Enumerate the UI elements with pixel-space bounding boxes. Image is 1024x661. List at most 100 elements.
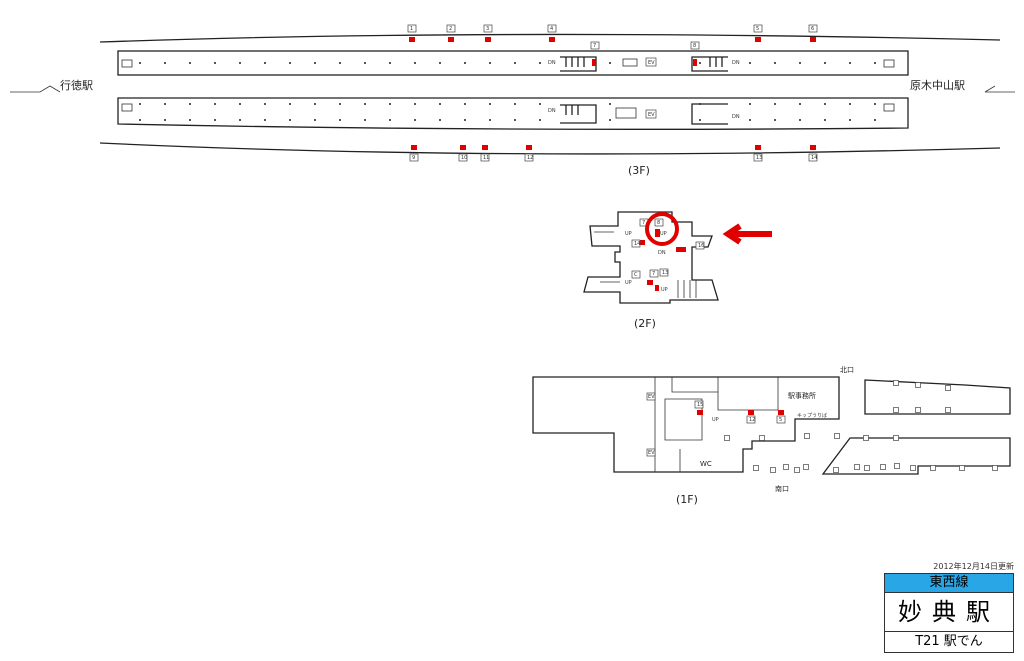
car-number: 14 bbox=[634, 241, 640, 247]
pillar bbox=[915, 407, 921, 413]
pillar-dot bbox=[514, 119, 516, 121]
pillar-dot bbox=[214, 62, 216, 64]
car-number: 4 bbox=[550, 26, 553, 32]
pillar-dot bbox=[189, 103, 191, 105]
pillar-dot bbox=[239, 62, 241, 64]
car-marker: 2 bbox=[446, 24, 456, 42]
pillar-dot bbox=[799, 103, 801, 105]
pillar-dot bbox=[439, 119, 441, 121]
car-marker: 11 bbox=[480, 145, 489, 162]
door-marker bbox=[549, 37, 555, 42]
pillar bbox=[893, 407, 899, 413]
floor-label-2f: (2F) bbox=[634, 317, 656, 330]
pillar-dot bbox=[289, 103, 291, 105]
pillar-dot bbox=[849, 103, 851, 105]
car-number: 1 bbox=[410, 26, 413, 32]
pillar-dot bbox=[339, 103, 341, 105]
pillar-dot bbox=[414, 119, 416, 121]
update-date: 2012年12月14日更新 bbox=[933, 562, 1014, 571]
pillar bbox=[833, 467, 839, 473]
car-number: 16 bbox=[698, 243, 704, 249]
pillar-dot bbox=[464, 103, 466, 105]
pillar-dot bbox=[314, 119, 316, 121]
pillar bbox=[880, 464, 886, 470]
car-number: 12 bbox=[749, 417, 755, 423]
pillar-dot bbox=[239, 103, 241, 105]
pillar-dot bbox=[749, 62, 751, 64]
pillar-dot bbox=[414, 62, 416, 64]
pillar-dot bbox=[539, 103, 541, 105]
pillar-dot bbox=[314, 62, 316, 64]
dn-label: DN bbox=[548, 60, 556, 66]
station-code: T21 駅でん bbox=[915, 634, 983, 649]
pillar bbox=[864, 465, 870, 471]
pillar-dot bbox=[189, 62, 191, 64]
south-exit: 南口 bbox=[775, 484, 789, 493]
door-marker bbox=[810, 145, 816, 150]
pillar-dot bbox=[389, 103, 391, 105]
door-marker bbox=[810, 37, 816, 42]
pillar-dot bbox=[699, 119, 701, 121]
car-number: 7 bbox=[642, 220, 645, 226]
pillar-dot bbox=[239, 119, 241, 121]
pillar-dot bbox=[489, 119, 491, 121]
pillar bbox=[893, 435, 899, 441]
pillar bbox=[930, 465, 936, 471]
pillar-dot bbox=[289, 119, 291, 121]
pillar-dot bbox=[264, 119, 266, 121]
pillar bbox=[945, 385, 951, 391]
door-marker bbox=[485, 37, 491, 42]
car-number: 2 bbox=[449, 26, 452, 32]
car-marker: 13 bbox=[753, 145, 762, 162]
car-marker: 5 bbox=[776, 415, 786, 424]
pillar-dot bbox=[799, 62, 801, 64]
car-number: 3 bbox=[486, 26, 489, 32]
car-marker: 12 bbox=[746, 415, 755, 424]
car-number: 11 bbox=[483, 155, 489, 161]
dn-label: DN bbox=[732, 60, 740, 66]
highlight-circle bbox=[645, 212, 679, 246]
pillar bbox=[804, 433, 810, 439]
pillar bbox=[894, 463, 900, 469]
door-marker bbox=[460, 145, 466, 150]
pillar bbox=[863, 435, 869, 441]
car-marker: 9 bbox=[409, 145, 419, 162]
car-marker: 15 bbox=[694, 400, 703, 409]
pillar-dot bbox=[514, 103, 516, 105]
pillar-dot bbox=[774, 62, 776, 64]
wc-label: WC bbox=[700, 460, 712, 468]
pillar-dot bbox=[749, 103, 751, 105]
car-marker: 5 bbox=[753, 24, 763, 42]
station-right: 原木中山駅 bbox=[910, 79, 965, 92]
pillar bbox=[794, 467, 800, 473]
door-marker bbox=[755, 145, 761, 150]
car-marker: C bbox=[631, 270, 641, 279]
pillar-dot bbox=[774, 119, 776, 121]
pillar-dot bbox=[414, 103, 416, 105]
dn-label: DN bbox=[548, 108, 556, 114]
station-left: 行徳駅 bbox=[60, 79, 93, 92]
pillar-dot bbox=[264, 62, 266, 64]
pillar-dot bbox=[774, 103, 776, 105]
up-label: UP bbox=[625, 280, 632, 286]
car-number: 9 bbox=[412, 155, 415, 161]
pillar-dot bbox=[264, 103, 266, 105]
car-marker: 13 bbox=[659, 268, 668, 277]
car-number: 12 bbox=[527, 155, 533, 161]
pillar-dot bbox=[164, 62, 166, 64]
pillar-dot bbox=[799, 119, 801, 121]
pillar-dot bbox=[164, 119, 166, 121]
pillar-dot bbox=[364, 103, 366, 105]
ev-label: EV bbox=[648, 60, 655, 66]
pillar-dot bbox=[139, 103, 141, 105]
up-label: UP bbox=[661, 287, 668, 293]
ev-label: EV bbox=[648, 112, 655, 118]
pillar-dot bbox=[824, 62, 826, 64]
line-name: 東西線 bbox=[885, 574, 1013, 593]
pillar bbox=[834, 433, 840, 439]
car-number: 6 bbox=[811, 26, 814, 32]
ev-label: EV bbox=[648, 394, 655, 400]
